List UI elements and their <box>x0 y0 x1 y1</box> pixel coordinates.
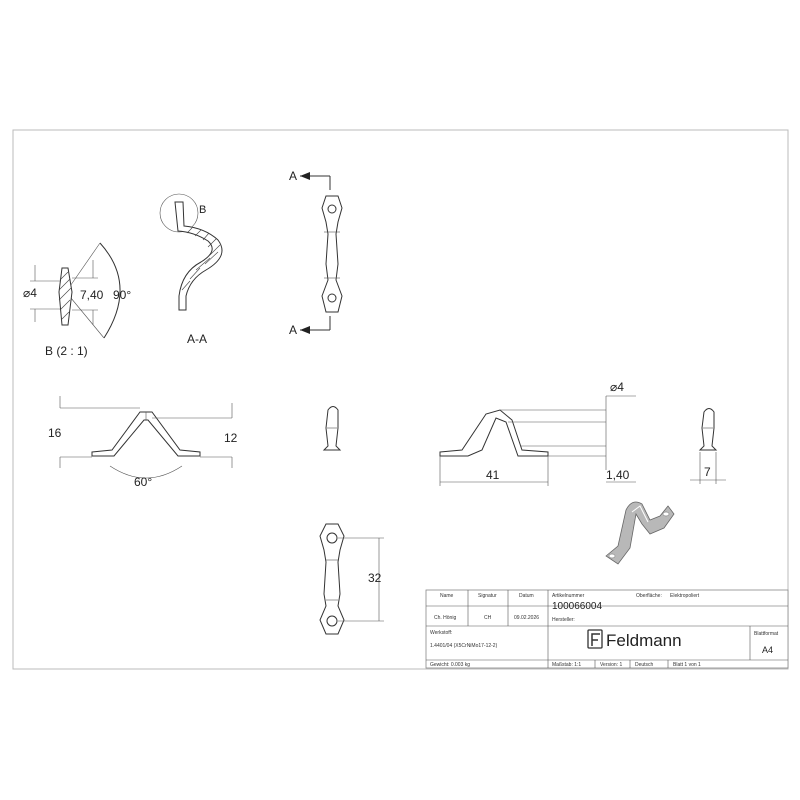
logo-text: Feldmann <box>606 631 682 650</box>
detail-length-dim: 7,40 <box>80 288 104 302</box>
article-number: 100066004 <box>552 601 602 612</box>
side-diameter-dim: ⌀4 <box>610 380 624 394</box>
col-date-label: Datum <box>519 593 534 599</box>
detail-angle-dim: 90° <box>113 288 131 302</box>
front-angle-dim: 60° <box>134 475 152 489</box>
detail-view-b: ⌀4 7,40 90° B (2 : 1) <box>23 242 131 358</box>
language: Deutsch <box>635 662 654 668</box>
front-view: 16 12 60° <box>48 396 238 489</box>
sheet-format: A4 <box>762 645 773 655</box>
section-arrow-top <box>300 172 310 180</box>
side-view: ⌀4 41 1,40 <box>439 380 636 486</box>
scale: Maßstab: 1:1 <box>552 662 581 668</box>
col-signature-label: Signatur <box>478 593 497 599</box>
article-label: Artikelnummer <box>552 593 585 599</box>
side-length-dim: 41 <box>486 468 500 482</box>
section-view-label: A-A <box>187 332 207 346</box>
detail-b-marker: B <box>199 204 206 216</box>
weight: Gewicht: 0.003 kg <box>430 662 470 668</box>
drawing-frame <box>12 129 789 670</box>
section-view-aa: B A-A <box>159 193 223 346</box>
feldmann-logo-icon <box>587 629 603 649</box>
detail-diameter-dim: ⌀4 <box>23 286 37 300</box>
sheet-format-label: Blattformat <box>754 631 779 637</box>
surface-value: Elektropoliert <box>670 593 700 599</box>
section-arrow-bottom <box>300 326 310 334</box>
version: Version: 1 <box>600 662 622 668</box>
date: 09.02.2026 <box>514 615 539 621</box>
manufacturer-label: Hersteller: <box>552 617 575 623</box>
material-value: 1.4401/04 (X5CrNiMo17-12-2) <box>430 643 498 649</box>
signature: CH <box>484 615 492 621</box>
side-thickness-dim: 1,40 <box>606 468 630 482</box>
end-view: 7 <box>690 408 726 484</box>
top-view: A A <box>289 169 343 337</box>
detail-view-label: B (2 : 1) <box>45 344 88 358</box>
material-label: Werkstoff: <box>430 630 452 636</box>
section-mark-top: A <box>289 169 297 183</box>
plan-view: 32 <box>319 523 384 635</box>
end-width-dim: 7 <box>704 465 711 479</box>
narrow-side-view <box>322 406 342 451</box>
plan-spacing-dim: 32 <box>368 571 382 585</box>
drawn-by: Ch. Hönig <box>434 615 456 621</box>
col-name-label: Name <box>440 593 454 599</box>
sheet-number: Blatt 1 von 1 <box>673 662 701 668</box>
title-block: Name Signatur Datum Ch. Hönig CH 09.02.2… <box>425 589 789 669</box>
detail-b-circle <box>159 193 199 233</box>
isometric-view <box>605 501 675 565</box>
section-mark-bottom: A <box>289 323 297 337</box>
front-height-right-dim: 12 <box>224 431 238 445</box>
front-height-left-dim: 16 <box>48 426 62 440</box>
surface-label: Oberfläche: <box>636 593 662 599</box>
